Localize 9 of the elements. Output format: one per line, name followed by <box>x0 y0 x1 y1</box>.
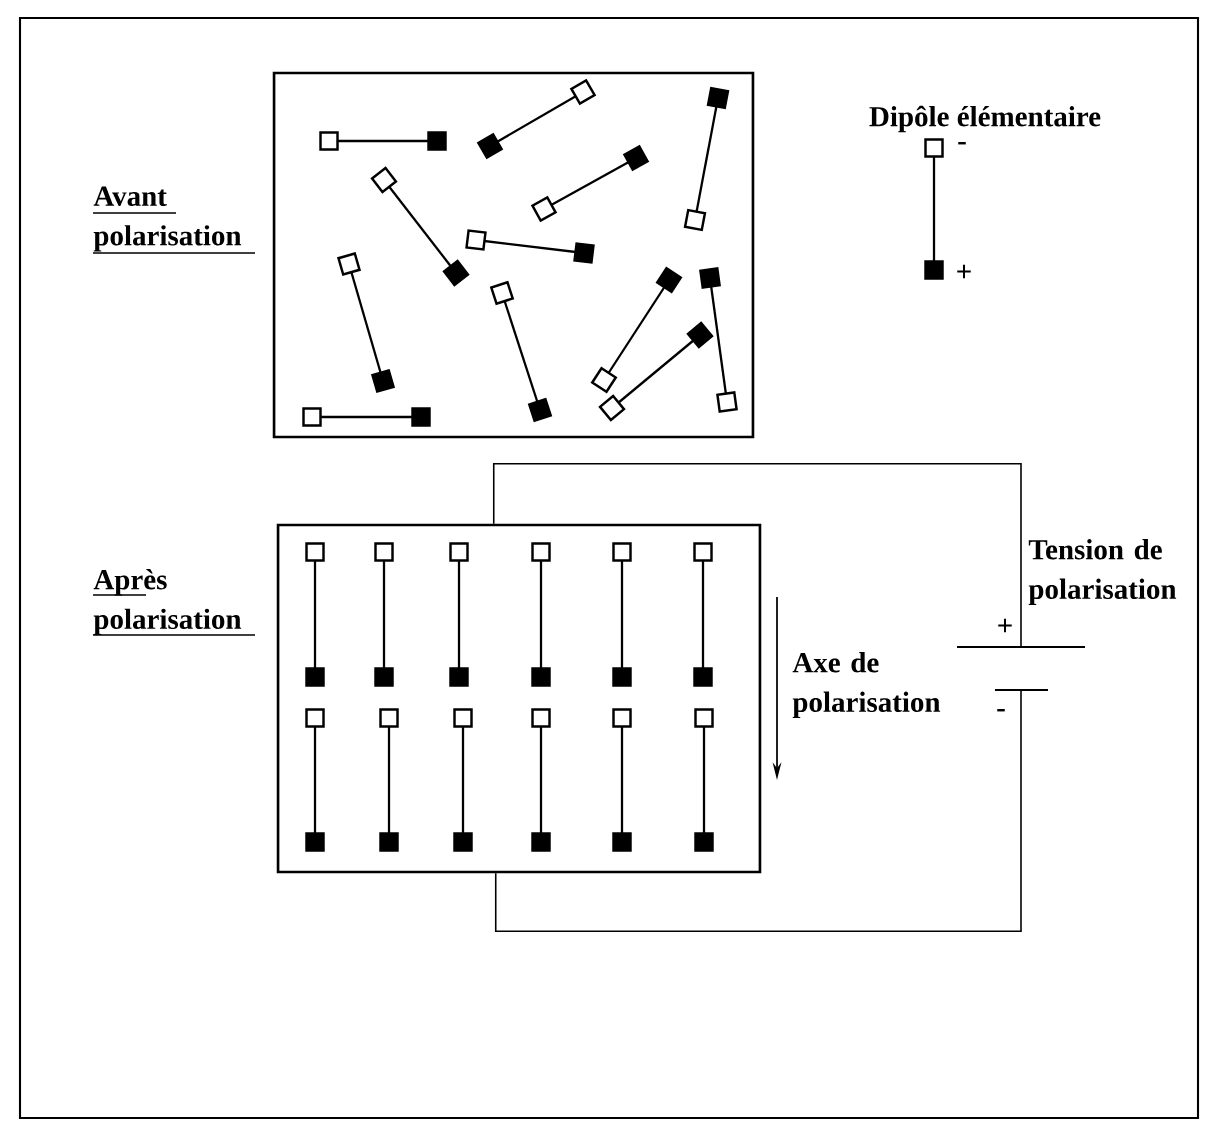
polarity-sign: + <box>998 618 1012 633</box>
title-label: Dipôle élémentaire <box>869 105 1101 133</box>
axis-label: Axe de polarisation <box>792 652 941 718</box>
heading: Après polarisation <box>92 569 256 636</box>
polarity-sign: + <box>957 264 971 279</box>
polarity-sign: - <box>958 142 966 145</box>
heading: Avant polarisation <box>92 186 256 254</box>
battery-label: Tension de polarisation <box>1028 539 1177 605</box>
polarity-sign: - <box>997 709 1005 712</box>
